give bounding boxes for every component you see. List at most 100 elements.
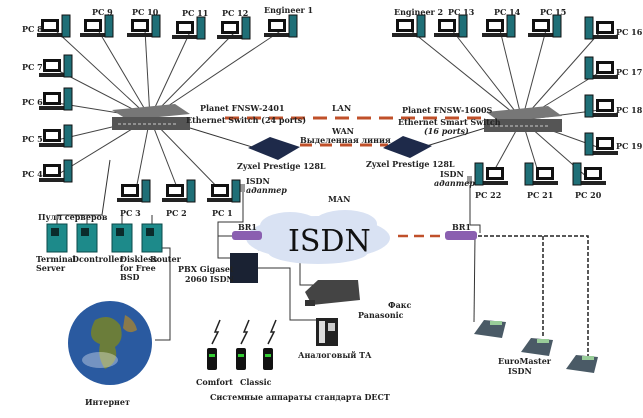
server-label: Terminal [36, 254, 76, 264]
tower-icon [61, 14, 71, 38]
fax-sub: Panasonic [358, 310, 404, 320]
dect-handset-icon [263, 348, 273, 370]
wireless-signal-icon [267, 319, 277, 345]
dect-comfort-label: Comfort [196, 377, 233, 387]
link-eng1 [149, 29, 283, 119]
pc-label: PC 19 [616, 141, 643, 151]
euromaster-phones [474, 320, 598, 373]
pc-pc22 [474, 162, 508, 186]
pc-pc2 [162, 179, 196, 203]
zyxel-modem-left [248, 137, 300, 160]
pc-label: PC 22 [475, 190, 501, 200]
pc-label: PC 21 [527, 190, 553, 200]
switch-right-model: Planet FNSW-1600S [402, 105, 493, 115]
switch-right-desc: Ethernet Smart Switch [398, 117, 501, 127]
dect-classic-label: Classic [240, 377, 272, 387]
leased-line-label: Выделенная линия [300, 135, 391, 145]
isdn-cloud-label: ISDN [288, 224, 371, 259]
euromaster-sub: ISDN [508, 366, 532, 376]
switch-right [484, 106, 562, 132]
isdn-adapter-right-sub: адаптер [434, 178, 475, 188]
tower-icon [63, 87, 73, 111]
tower-icon [572, 162, 582, 186]
tower-icon [584, 16, 594, 40]
switch-left-model: Planet FNSW-2401 [200, 103, 285, 113]
pc-eng2 [392, 14, 426, 38]
pc-pc13 [434, 14, 468, 38]
pc-label: PC 2 [166, 208, 187, 218]
pc-label: PC 18 [616, 105, 643, 115]
link-pc3 [134, 117, 151, 196]
pc-pc18 [584, 94, 618, 118]
isdn-adapter-right [467, 176, 472, 184]
dect-handset-icon [236, 348, 246, 370]
tower-icon [231, 179, 241, 203]
isdn-adapter-left-label: ISDN [246, 176, 270, 186]
pc-pc20 [572, 162, 606, 186]
pc-pc1 [207, 179, 241, 203]
switch-right-ports: (16 ports) [424, 126, 469, 136]
wireless-signal-icon [240, 319, 250, 345]
tower-icon [151, 14, 161, 38]
tower-icon [458, 14, 468, 38]
euromaster-label: EuroMaster [498, 356, 552, 366]
pbx-sub: 2060 ISDN [185, 274, 234, 284]
zyxel-modem-right [383, 136, 432, 158]
isdn-adapter-left-sub: адаптер [246, 185, 287, 195]
pc-label: PC 17 [616, 67, 642, 77]
pc-label: PC 3 [120, 208, 141, 218]
link-pc15 [521, 29, 547, 121]
tower-icon [584, 132, 594, 156]
dect-handsets [207, 319, 277, 370]
fax-icon [305, 280, 360, 306]
analog-phone-icon [316, 318, 338, 346]
tower-icon [63, 159, 73, 183]
link-pc1 [149, 117, 226, 196]
wan-label: WAN [331, 126, 354, 136]
link-pc14 [499, 29, 523, 121]
tower-icon [474, 162, 484, 186]
pc-pc14 [482, 14, 516, 38]
pc-label: PC 12 [222, 8, 248, 18]
server-label: Server [36, 263, 66, 273]
link-pc9 [97, 29, 151, 119]
pc-label: PC 8 [22, 24, 43, 34]
server-label: for Free [120, 263, 156, 273]
server-label: Dcontroller [72, 254, 124, 264]
pc-label: PC 7 [22, 62, 43, 72]
tower-icon [241, 16, 251, 40]
pbx-icon [230, 253, 258, 283]
pc-pc19 [584, 132, 618, 156]
pc-pc17 [584, 56, 618, 80]
server-pool-title: Пулл серверов [38, 212, 108, 222]
pc-label: PC 11 [182, 8, 208, 18]
link-pc10 [144, 29, 151, 119]
fax-label: Факс [388, 300, 412, 310]
link-eng2 [409, 29, 523, 121]
server-pool [46, 223, 163, 253]
pc-pc16 [584, 16, 618, 40]
pc-pc3 [117, 179, 151, 203]
tower-icon [63, 54, 73, 78]
tower-icon [584, 56, 594, 80]
wireless-signal-icon [211, 319, 221, 345]
pc-label: PC 15 [540, 7, 566, 17]
pc-pc5 [39, 124, 73, 148]
link-pc11 [149, 31, 191, 119]
pc-label: PC 6 [22, 97, 43, 107]
server-label: BSD [120, 272, 140, 282]
isdn-cloud: ISDN [246, 210, 390, 264]
pc-pc7 [39, 54, 73, 78]
internet-label: Интернет [85, 397, 130, 407]
tower-icon [416, 14, 426, 38]
globe-icon [68, 301, 152, 385]
pc-label: PC 13 [448, 7, 475, 17]
server-label: Router [150, 254, 182, 264]
pc-pc6 [39, 87, 73, 111]
zyxel-left-label: Zyxel Prestige 128L [237, 161, 326, 171]
link-pc16 [521, 31, 601, 121]
br1-right [445, 231, 477, 240]
